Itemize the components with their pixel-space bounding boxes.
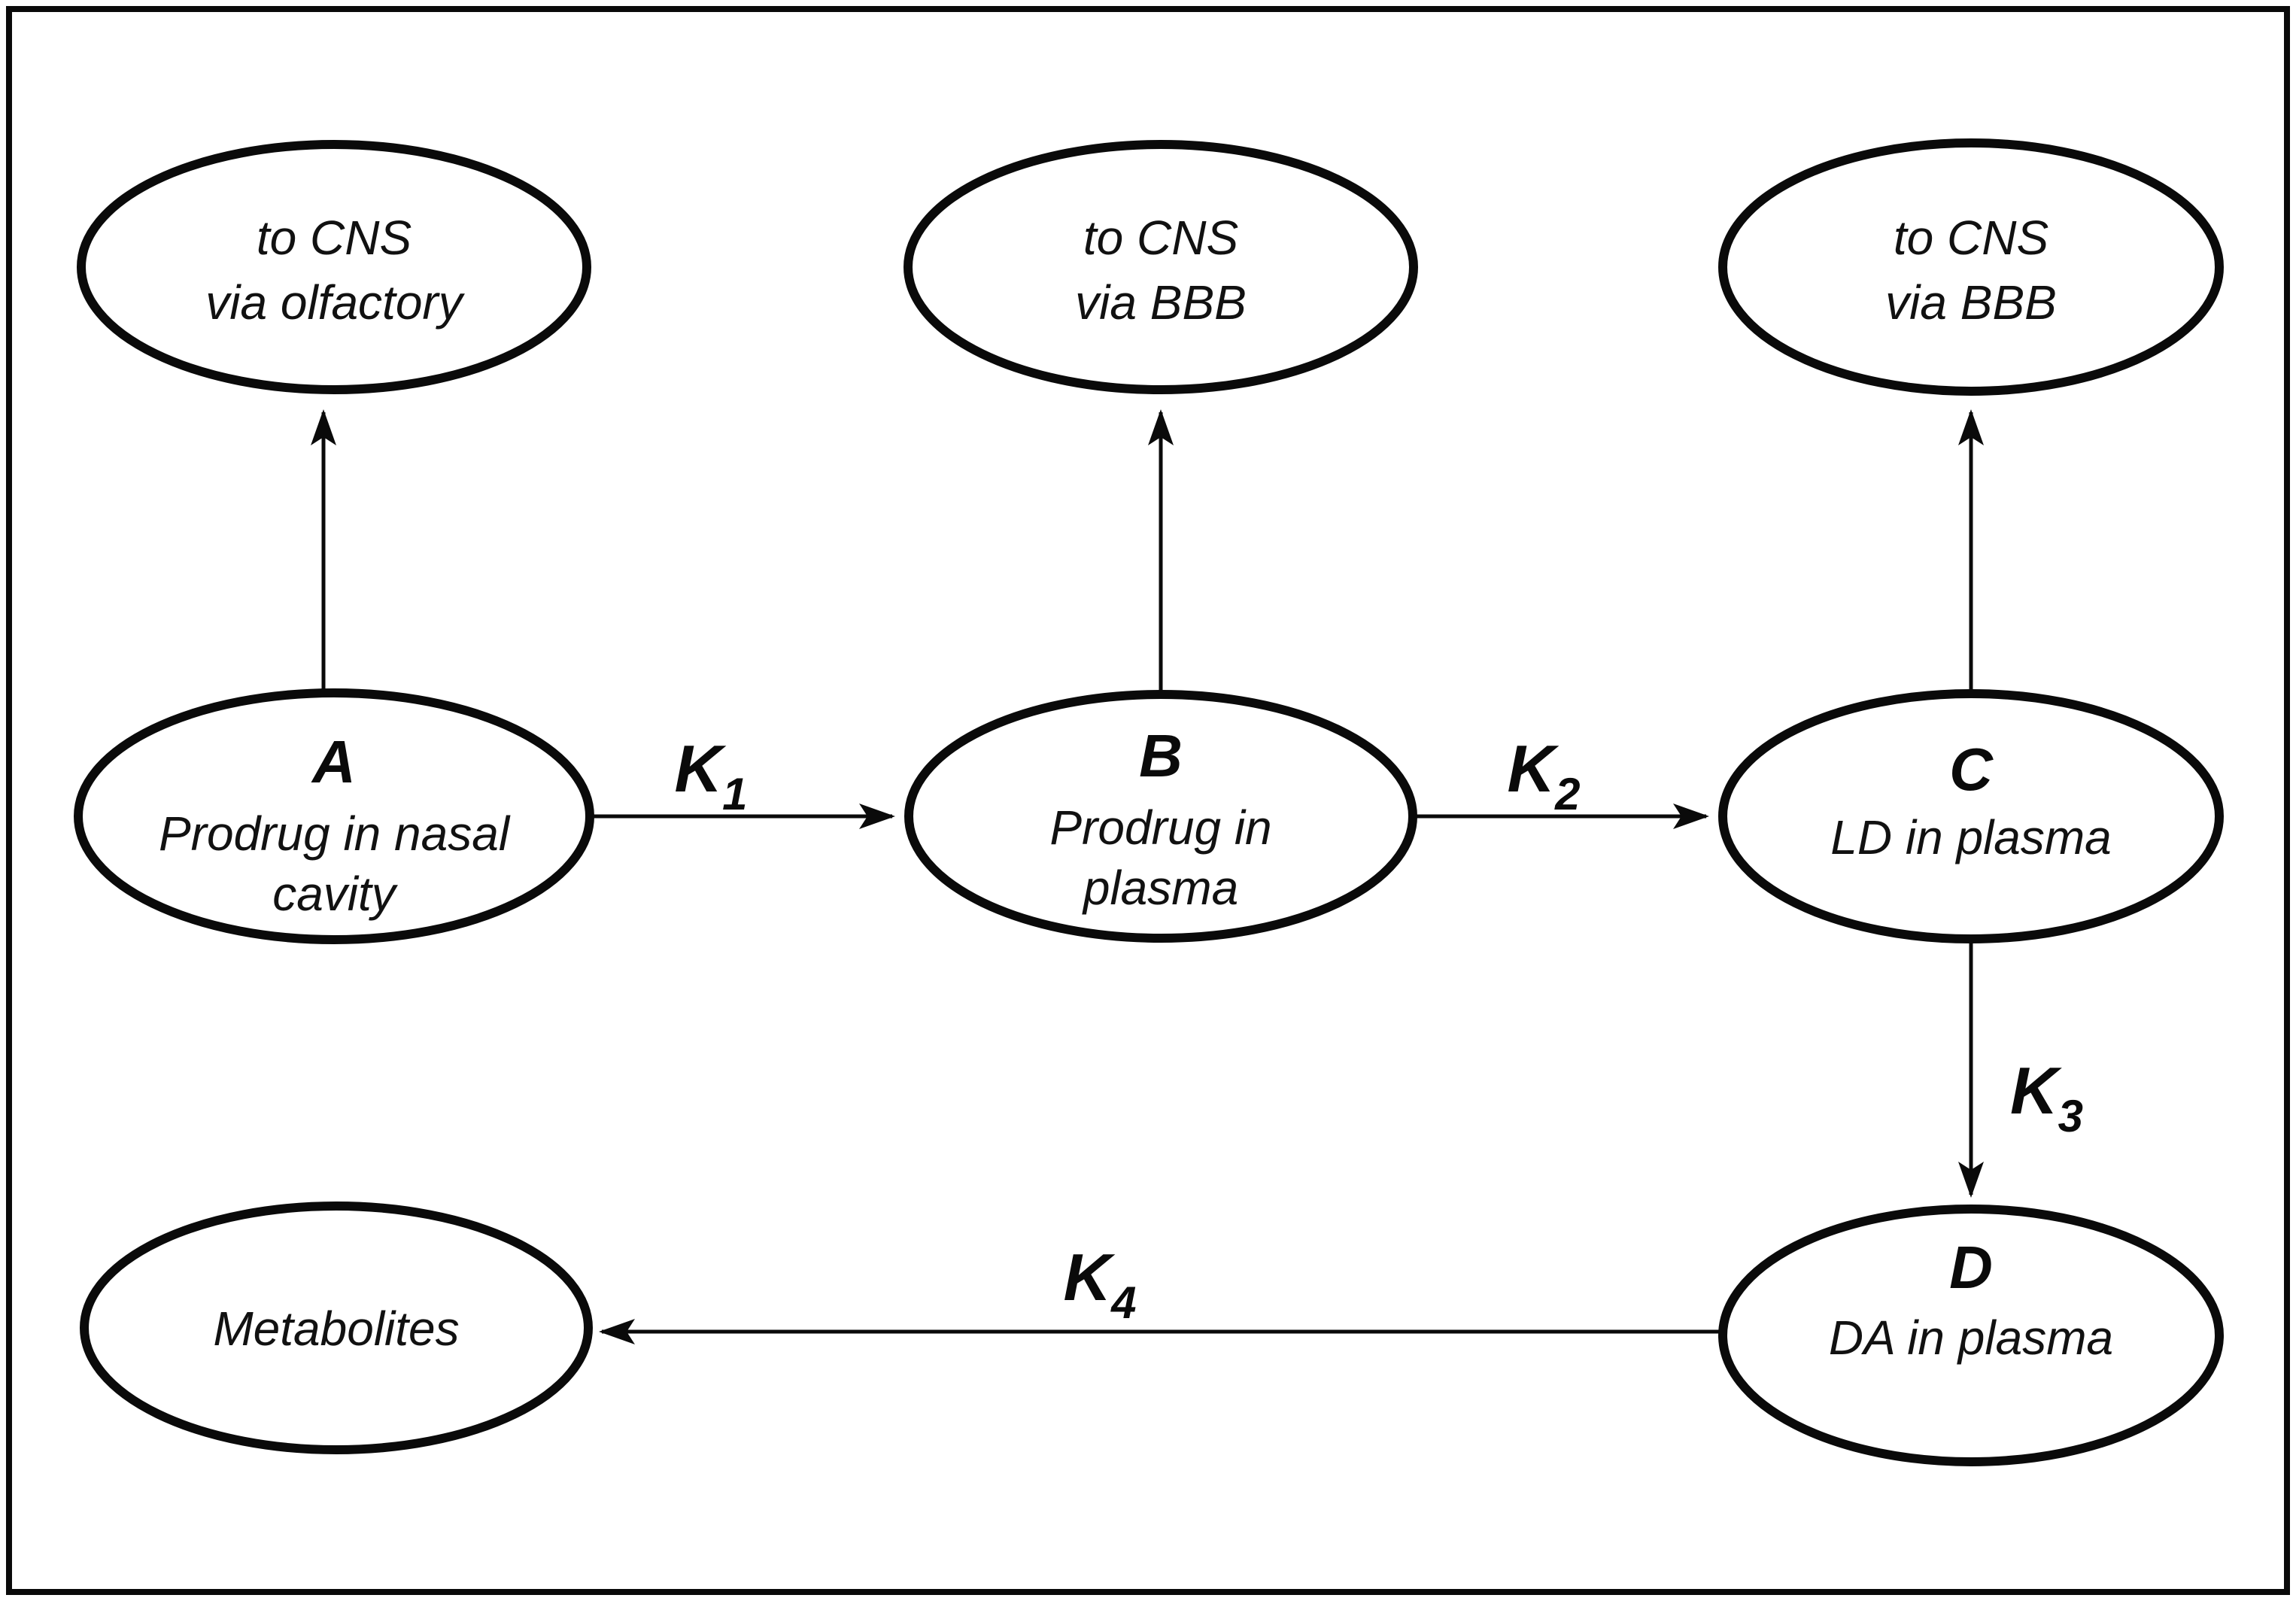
node-c-ellipse xyxy=(1718,689,2224,943)
page-border xyxy=(6,6,2290,1595)
rate-label-k2: K2 xyxy=(1508,731,1581,819)
node-a-line1: Prodrug in nasal xyxy=(159,807,511,861)
node-cns-via-bbb-from-c: to CNS via BBB xyxy=(1718,138,2224,396)
arrows xyxy=(311,409,1984,1344)
node-cns-via-bbb-from-b-line2: via BBB xyxy=(1075,275,1247,330)
node-c-line1: LD in plasma xyxy=(1830,810,2112,864)
node-c-ld-plasma: C LD in plasma xyxy=(1718,689,2224,943)
node-metabolites-ellipse xyxy=(80,1202,593,1454)
node-b-line1: Prodrug in xyxy=(1049,800,1271,855)
node-a-letter: A xyxy=(311,728,356,795)
node-cns-via-olfactory-ellipse xyxy=(77,140,591,394)
node-cns-via-olfactory-line1: to CNS xyxy=(257,211,412,265)
node-cns-via-bbb-from-b: to CNS via BBB xyxy=(904,140,1418,394)
node-cns-via-olfactory-line2: via olfactory xyxy=(205,275,465,330)
node-a-line2: cavity xyxy=(272,867,399,921)
node-b-line2: plasma xyxy=(1082,861,1238,915)
node-cns-via-bbb-from-b-line1: to CNS xyxy=(1083,211,1238,265)
rate-label-k1: K1 xyxy=(675,731,748,819)
node-c-letter: C xyxy=(1949,736,1994,803)
node-d-ellipse xyxy=(1718,1205,2224,1466)
node-d-line1: DA in plasma xyxy=(1829,1311,2113,1365)
node-b-letter: B xyxy=(1139,722,1183,789)
node-metabolites-line1: Metabolites xyxy=(213,1302,459,1356)
node-a-prodrug-nasal-cavity: A Prodrug in nasal cavity xyxy=(74,688,594,944)
node-b-prodrug-plasma: B Prodrug in plasma xyxy=(904,690,1417,943)
node-cns-via-bbb-from-c-line1: to CNS xyxy=(1894,211,2048,265)
node-d-da-plasma: D DA in plasma xyxy=(1718,1205,2224,1466)
node-a-ellipse xyxy=(74,688,594,944)
node-cns-via-bbb-from-b-ellipse xyxy=(904,140,1418,394)
node-metabolites: Metabolites xyxy=(80,1202,593,1454)
node-d-letter: D xyxy=(1949,1234,1993,1301)
node-cns-via-bbb-from-c-line2: via BBB xyxy=(1885,275,2057,330)
node-cns-via-olfactory: to CNS via olfactory xyxy=(77,140,591,394)
rate-label-k3: K3 xyxy=(2010,1053,2083,1141)
node-cns-via-bbb-from-c-ellipse xyxy=(1718,138,2224,396)
node-b-ellipse xyxy=(904,690,1417,943)
rate-label-k4: K4 xyxy=(1064,1240,1137,1328)
